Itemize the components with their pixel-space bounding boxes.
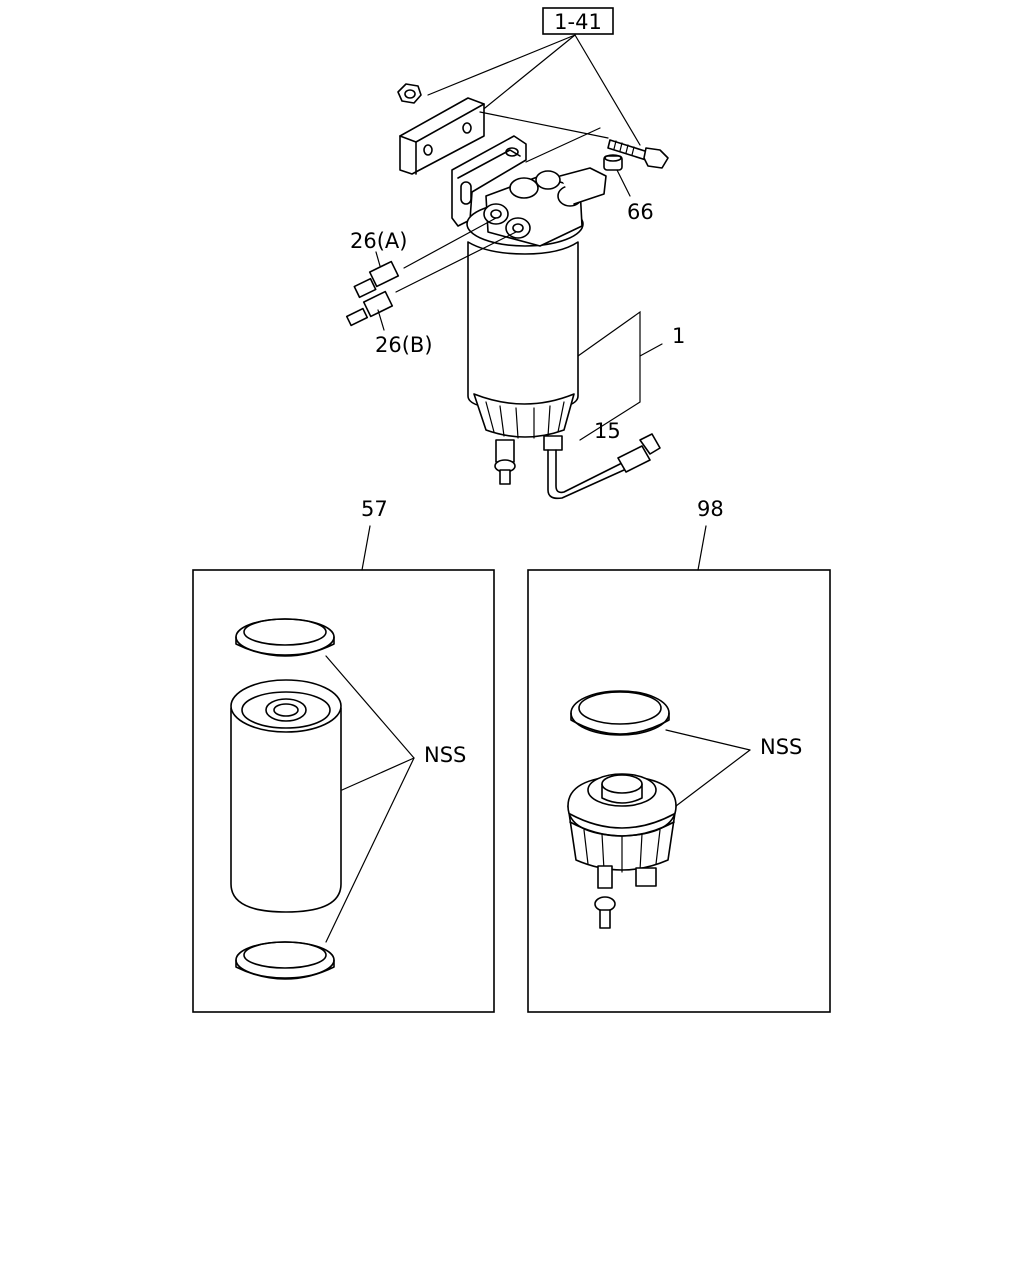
leader-26a: [375, 251, 381, 267]
callout-nss-left: NSS: [424, 743, 466, 767]
leader-ref-plate: [479, 34, 576, 113]
plug-part-66: [603, 154, 631, 197]
leader-66: [616, 169, 631, 197]
callout-57: 57: [361, 497, 388, 521]
filter-head: [466, 127, 607, 247]
callout-1: 1: [672, 324, 685, 348]
callout-nss-right: NSS: [760, 735, 802, 759]
kit-box-57: [192, 525, 495, 1013]
kit-box-57-frame: [192, 569, 495, 1013]
reference-box-frame: [542, 7, 614, 35]
callout-66: 66: [627, 200, 654, 224]
leader-26b: [377, 309, 385, 331]
leader-57: [361, 525, 371, 571]
callout-15: 15: [594, 419, 621, 443]
kit-box-98-frame: [527, 569, 831, 1013]
spacer-plate-part: [399, 97, 485, 175]
fitting-26a: [353, 217, 497, 299]
mounting-bracket: [451, 135, 527, 227]
fitting-26b: [345, 231, 517, 331]
reference-box: 1-41: [427, 7, 641, 146]
leader-ref-nut: [427, 34, 576, 96]
nut-part: [397, 83, 422, 104]
filter-bowl: [467, 241, 661, 500]
callout-26b: 26(B): [375, 333, 433, 357]
callout-98: 98: [697, 497, 724, 521]
leader-ref-bolt: [574, 34, 641, 146]
assembly-leader: [577, 310, 663, 441]
reference-box-label: 1-41: [554, 10, 602, 34]
leader-98: [697, 525, 707, 571]
kit-box-98: [527, 525, 831, 1013]
callout-26a: 26(A): [350, 229, 407, 253]
